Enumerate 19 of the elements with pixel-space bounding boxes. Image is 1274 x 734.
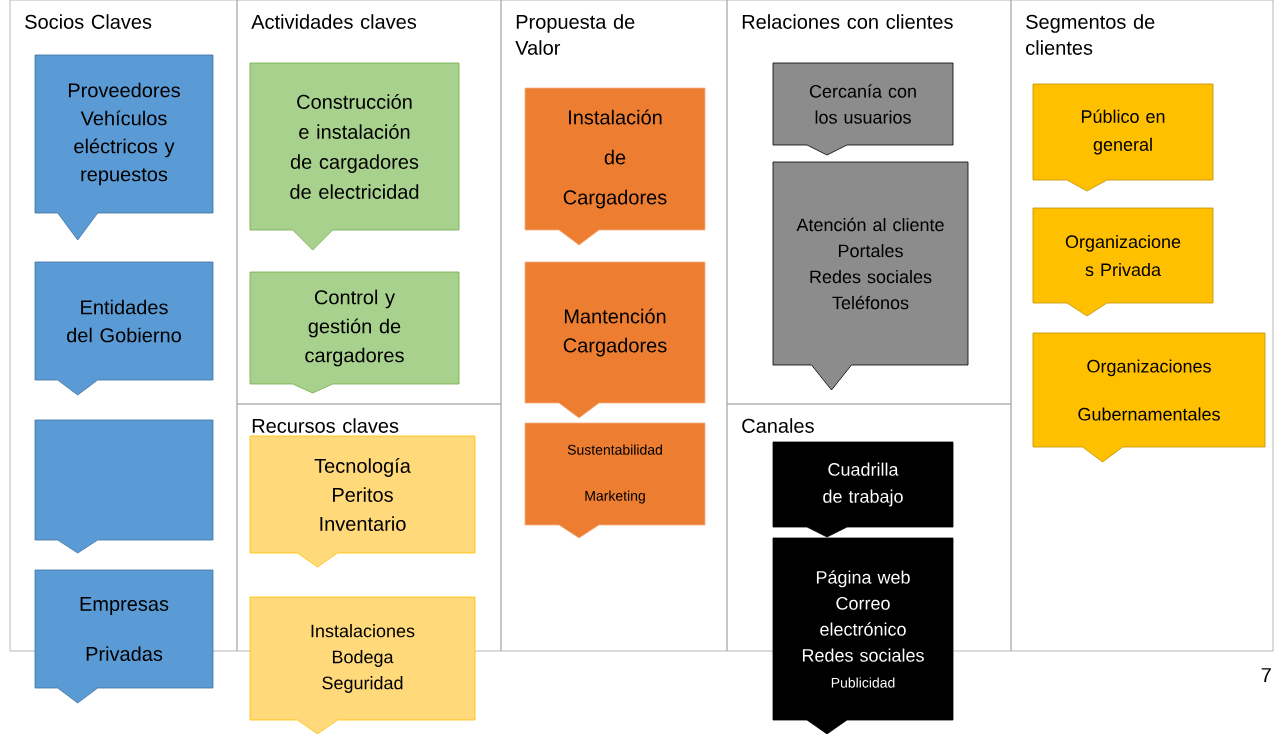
callout-box: Cercanía con los usuarios [772,62,954,156]
callout-box: Cuadrilla de trabajo [772,441,954,538]
callout-box: Atención al cliente Portales Redes sociales Teléfonos [772,161,969,391]
callout-box: Tecnología Peritos Inventario [249,435,476,568]
page-number: 7 [1261,668,1271,682]
callout-box: Instalación de Cargadores [524,87,706,246]
callout-box: Entidades del Gobierno [34,261,214,396]
callout-box: Empresas Privadas [34,569,214,704]
callout-box: Construcción e instalación de cargadores de electricidad [249,62,460,251]
callout-box: Página web Correo electrónico Redes sociales Publicidad [772,537,954,734]
callout-box [34,419,214,554]
callout-box: Instalaciones Bodega Seguridad [249,596,476,734]
callout-box: Sustentabilidad Marketing [524,422,706,539]
callout-box: Organizaciones Gubernamentales [1032,332,1266,463]
callout-box: Proveedores Vehículos eléctricos y repuestos [34,54,214,241]
callout-box: Mantención Cargadores [524,261,706,419]
callout-box: Control y gestión de cargadores [249,271,460,394]
callout-box: Público en general [1032,83,1214,192]
callout-box: Organizacione s Privada [1032,207,1214,317]
